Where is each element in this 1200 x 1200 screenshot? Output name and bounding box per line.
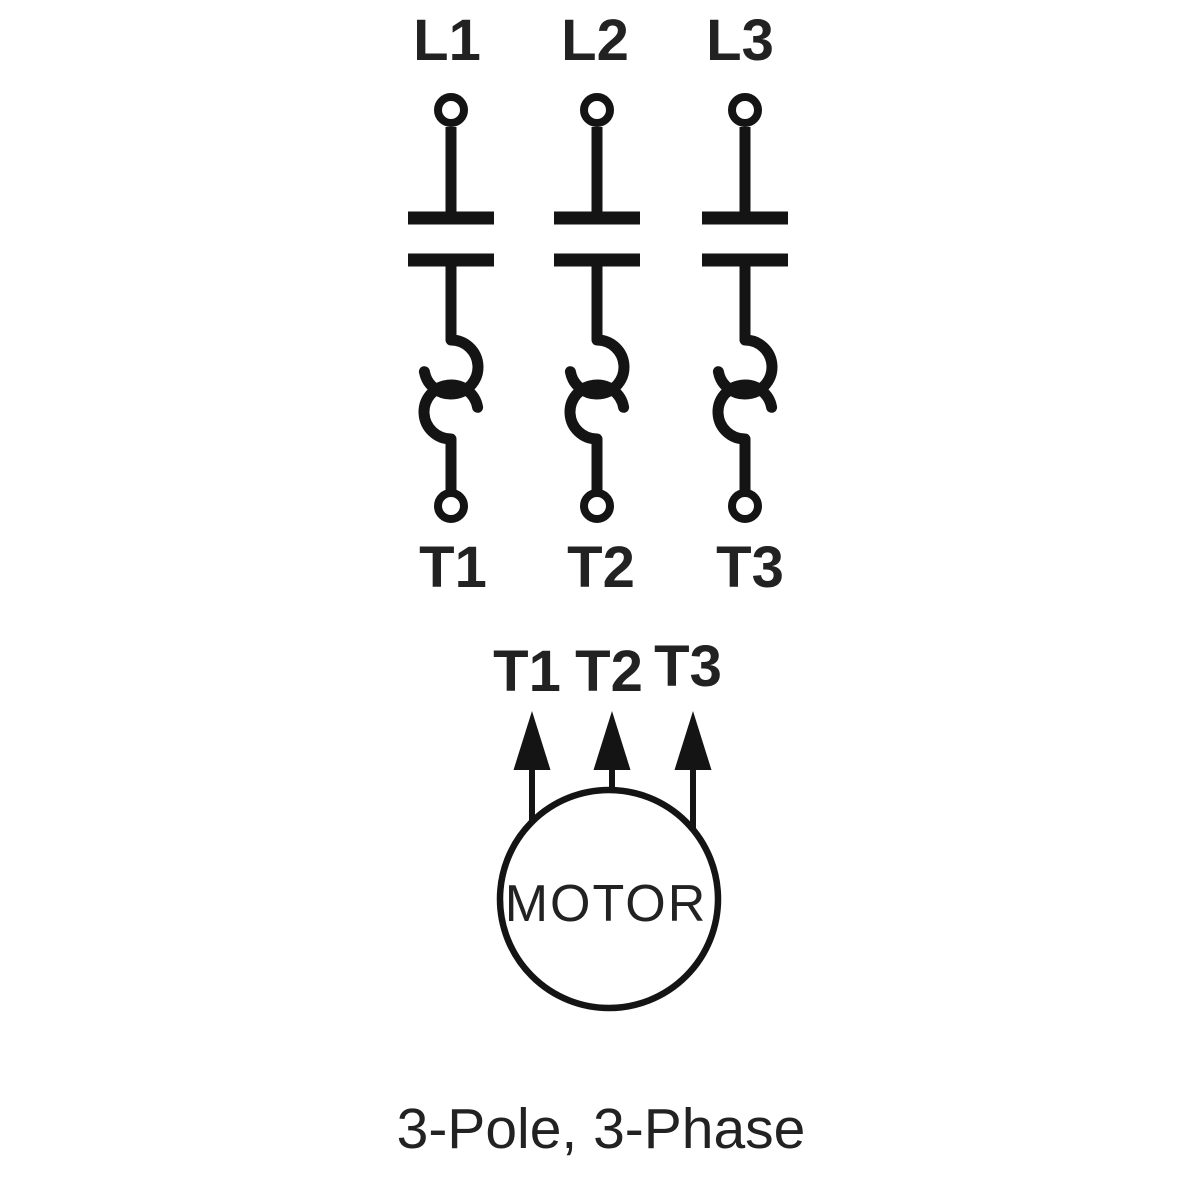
motor-terminal-label-t3: T3 (654, 634, 722, 699)
arrow-up-icon (674, 711, 712, 770)
arrow-up-icon (513, 711, 551, 770)
overload-element (564, 256, 630, 498)
load-terminal-label-t3: T3 (716, 535, 784, 600)
line-terminal-node (728, 93, 762, 127)
motor-terminal-label-t2: T2 (575, 639, 643, 704)
load-terminal-label-t1: T1 (419, 535, 487, 600)
starter-pole-3 (702, 93, 788, 523)
diagram-caption: 3-Pole, 3-Phase (397, 1097, 806, 1161)
starter-pole-2 (554, 93, 640, 523)
motor-symbol: T1 T2 T3 MOTOR (493, 634, 722, 1012)
line-terminal-label-l1: L1 (413, 8, 481, 73)
load-terminal-node (728, 489, 762, 523)
line-terminal-label-l2: L2 (561, 8, 629, 73)
overload-element (712, 256, 778, 498)
load-terminal-node (434, 489, 468, 523)
motor-terminal-label-t1: T1 (493, 639, 561, 704)
motor-label: MOTOR (505, 875, 708, 933)
line-terminal-node (434, 93, 468, 127)
starter-pole-1 (408, 93, 494, 523)
line-terminal-node (580, 93, 614, 127)
overload-element (418, 256, 484, 498)
line-terminal-label-l3: L3 (706, 8, 774, 73)
load-terminal-label-t2: T2 (567, 535, 635, 600)
arrow-up-icon (593, 711, 631, 770)
load-terminal-node (580, 489, 614, 523)
